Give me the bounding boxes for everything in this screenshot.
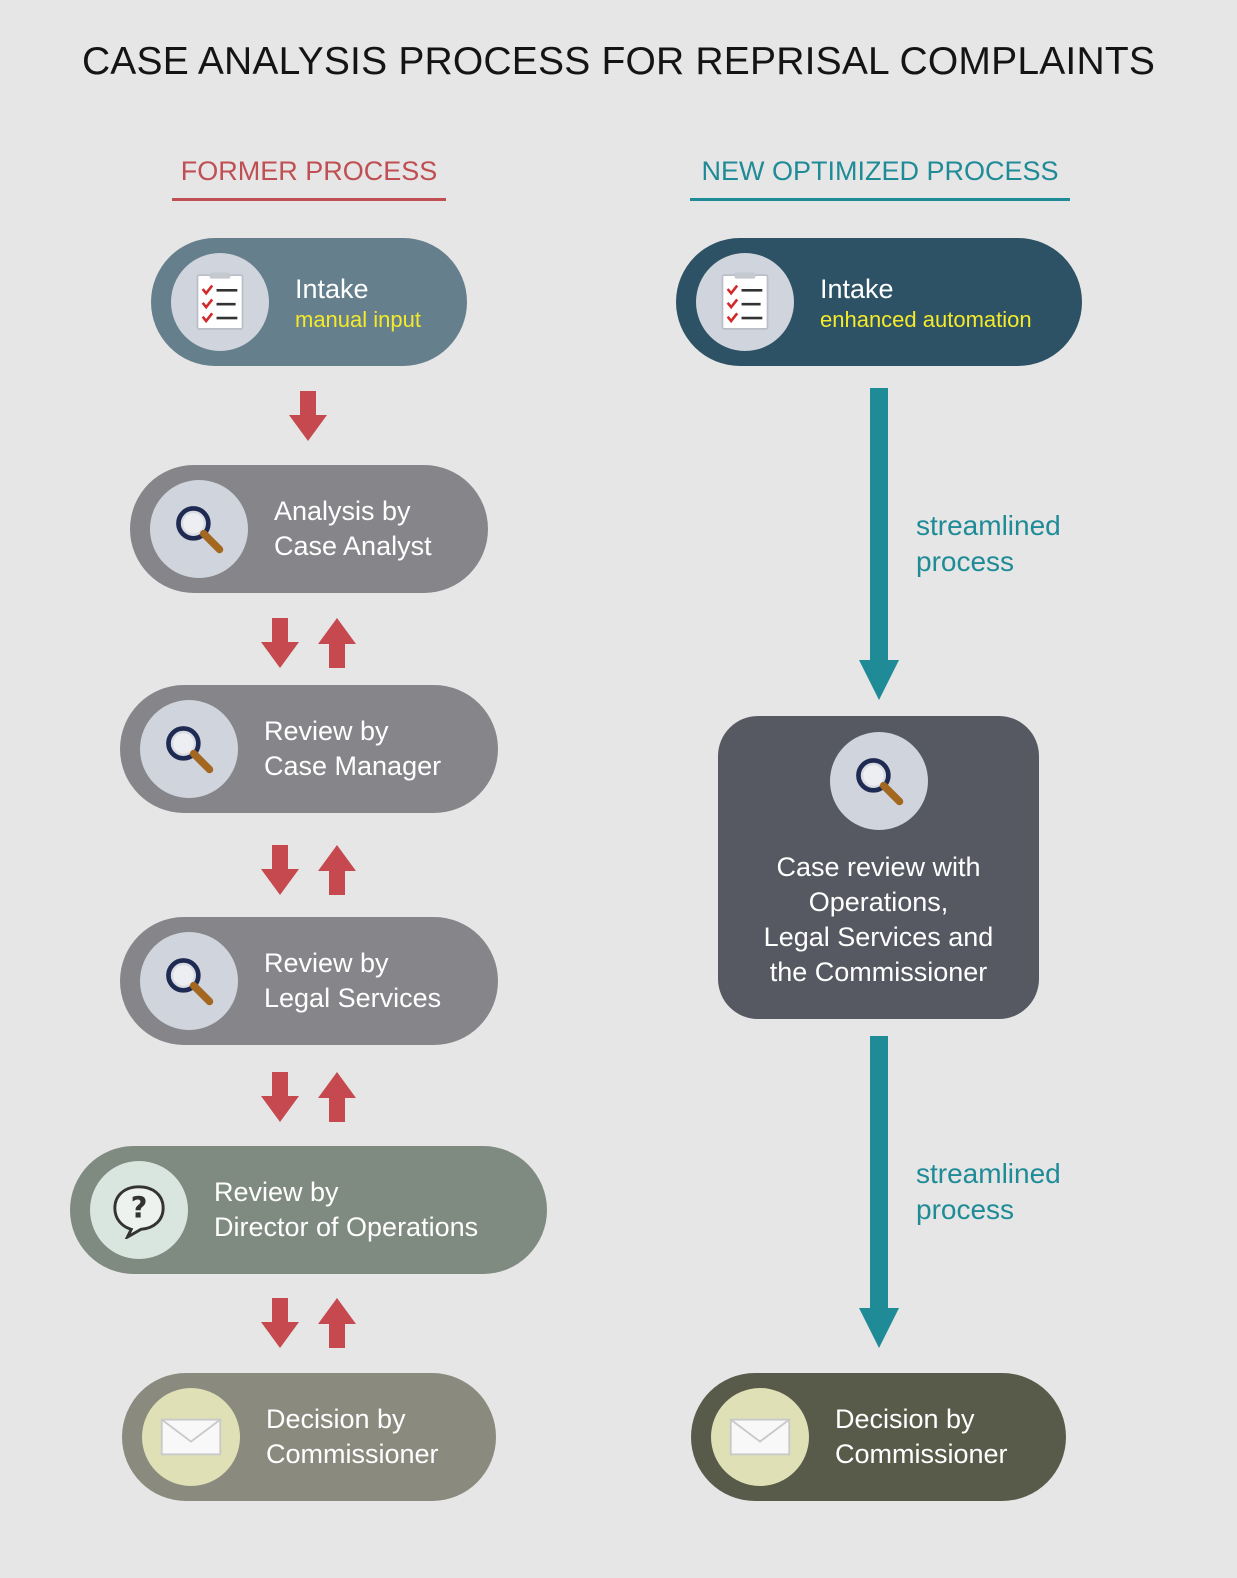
step-label: Intake enhanced automation — [820, 272, 1032, 333]
former-step-decision: Decision by Commissioner — [122, 1373, 496, 1501]
former-step-legal-services: Review by Legal Services — [120, 917, 498, 1045]
new-step-intake: Intake enhanced automation — [676, 238, 1082, 366]
step-label: Review by Legal Services — [264, 948, 442, 1013]
streamlined-arrow-1 — [859, 388, 899, 705]
new-heading-underline — [690, 198, 1070, 201]
step-label: Decision by Commissioner — [835, 1404, 1008, 1469]
streamlined-note-1: streamlined process — [916, 510, 1061, 577]
former-step-analysis: Analysis by Case Analyst — [130, 465, 488, 593]
arrow-up — [318, 845, 356, 895]
step-label: Analysis by Case Analyst — [274, 496, 432, 561]
streamlined-note-2: streamlined process — [916, 1158, 1061, 1225]
former-heading-underline — [172, 198, 446, 201]
arrow-up — [318, 1298, 356, 1348]
step-subtitle: manual input — [295, 306, 421, 332]
arrow-down — [261, 1298, 299, 1348]
question-bubble-icon — [110, 1181, 168, 1239]
step-title: Intake — [820, 273, 894, 304]
step-label: Review by Director of Operations — [214, 1177, 479, 1242]
former-step-intake: Intake manual input — [151, 238, 467, 366]
arrow-up — [318, 618, 356, 668]
envelope-icon — [728, 1414, 792, 1460]
arrow-down — [261, 1072, 299, 1122]
former-step-case-manager: Review by Case Manager — [120, 685, 498, 813]
arrow-up — [318, 1072, 356, 1122]
new-process-heading: NEW OPTIMIZED PROCESS — [701, 156, 1059, 186]
checklist-icon — [194, 271, 246, 333]
envelope-icon — [159, 1414, 223, 1460]
former-process-heading: FORMER PROCESS — [180, 156, 438, 186]
new-step-decision: Decision by Commissioner — [691, 1373, 1066, 1501]
step-title: Intake — [295, 273, 369, 304]
magnifier-icon — [161, 721, 217, 777]
step-label: Case review with Operations, Legal Servi… — [763, 852, 994, 987]
step-subtitle: enhanced automation — [820, 306, 1032, 332]
step-label: Review by Case Manager — [264, 716, 442, 781]
magnifier-icon — [161, 953, 217, 1009]
icon-circle — [171, 253, 269, 351]
arrow-down — [261, 618, 299, 668]
arrow-down — [289, 391, 327, 441]
new-step-case-review: Case review with Operations, Legal Servi… — [718, 716, 1039, 1019]
streamlined-arrow-2 — [859, 1036, 899, 1353]
step-label: Intake manual input — [295, 272, 421, 333]
arrow-down — [261, 845, 299, 895]
page-title: CASE ANALYSIS PROCESS FOR REPRISAL COMPL… — [81, 40, 1156, 83]
former-step-director: Review by Director of Operations — [70, 1146, 547, 1274]
magnifier-icon — [851, 753, 907, 809]
step-label: Decision by Commissioner — [266, 1404, 439, 1469]
checklist-icon — [719, 271, 771, 333]
magnifier-icon — [171, 501, 227, 557]
